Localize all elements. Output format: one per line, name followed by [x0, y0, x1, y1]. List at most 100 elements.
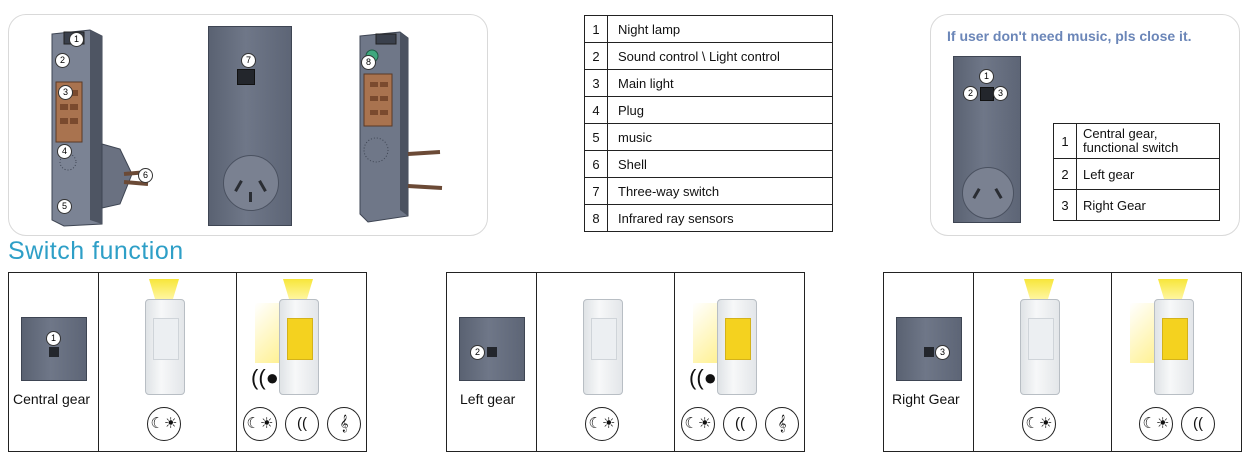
lamp-unit [1020, 299, 1060, 395]
auto-mode-icon: ☾☀ [1139, 407, 1173, 441]
voice-control-icon: (( [285, 407, 319, 441]
lamp-window [1028, 318, 1054, 360]
mode-cell-2: ☾☀ (( [1111, 273, 1242, 451]
legend-label: Infrared ray sensors [607, 204, 833, 232]
callout-4: 4 [57, 144, 72, 159]
device-angled-drawing [51, 29, 149, 227]
outlet-socket [223, 155, 279, 211]
legend-label: Plug [607, 96, 833, 124]
gear-label: Central gear, functional switch [1076, 123, 1220, 159]
lamp-unit [583, 299, 623, 395]
section-right-gear: 3 Right Gear ☾☀ ☾☀ (( [883, 272, 1242, 452]
lamp-window-lit [1162, 318, 1188, 360]
callout-8: 8 [361, 55, 376, 70]
music-icon: 𝄞 [765, 407, 799, 441]
section-left-gear: 2 Left gear ☾☀ ((● ☾☀ (( 𝄞 [446, 272, 805, 452]
legend-label: Three-way switch [607, 177, 833, 205]
auto-mode-icon: ☾☀ [681, 407, 715, 441]
gear-label: Right Gear [892, 391, 960, 407]
auto-mode-icon: ☾☀ [1022, 407, 1056, 441]
device-view-angled [50, 24, 160, 234]
gear-label: Central gear [13, 391, 91, 407]
sound-wave-icon: ((● [251, 365, 279, 390]
callout-2: 2 [55, 53, 70, 68]
device-view-front [356, 26, 456, 226]
gear-switch-slot [487, 347, 497, 357]
legend-label: music [607, 123, 833, 151]
gear-label: Right Gear [1076, 189, 1220, 221]
music-note-text: If user don't need music, pls close it. [947, 28, 1192, 44]
mode-cell-1: ☾☀ [536, 273, 675, 451]
auto-mode-icon: ☾☀ [243, 407, 277, 441]
music-icon: 𝄞 [327, 407, 361, 441]
outlet-pin-left [234, 180, 243, 192]
gear-switch-slot [49, 347, 59, 357]
gear-marker: 2 [470, 345, 485, 360]
gear-marker: 3 [935, 345, 950, 360]
gear-thumb [459, 317, 525, 381]
legend-label: Night lamp [607, 15, 833, 43]
mode-cell-2: ((● ☾☀ (( 𝄞 [674, 273, 805, 451]
auto-mode-icon: ☾☀ [585, 407, 619, 441]
callout-6: 6 [138, 168, 153, 183]
gear-thumb [896, 317, 962, 381]
mode-cell-2: ((● ☾☀ (( 𝄞 [236, 273, 367, 451]
auto-mode-icon: ☾☀ [147, 407, 181, 441]
callout-7: 7 [241, 53, 256, 68]
callout-5: 5 [57, 199, 72, 214]
outlet-pin-ground [249, 192, 252, 202]
voice-control-icon: (( [1181, 407, 1215, 441]
gear-label: Left gear [460, 391, 516, 407]
night-lamp-glow [149, 279, 179, 299]
voice-control-icon: (( [723, 407, 757, 441]
gear-switch-slot [980, 87, 994, 101]
lamp-window-lit [287, 318, 313, 360]
gear-thumb [21, 317, 87, 381]
night-lamp-glow [283, 279, 313, 299]
device-front-drawing [359, 31, 443, 223]
callout-1: 1 [69, 32, 84, 47]
legend-label: Sound control \ Light control [607, 42, 833, 70]
outlet-pin-right [258, 180, 267, 192]
gear-callout-3: 3 [993, 86, 1008, 101]
outlet-pin-right [994, 187, 1003, 200]
three-way-switch-slot [237, 69, 255, 85]
callout-3: 3 [58, 85, 73, 100]
gear-switch-slot [924, 347, 934, 357]
legend-label: Main light [607, 69, 833, 97]
gear-marker: 1 [46, 331, 61, 346]
mode-cell-1: ☾☀ [98, 273, 237, 451]
outlet-socket [962, 167, 1014, 219]
lamp-window [591, 318, 617, 360]
gear-callout-2: 2 [963, 86, 978, 101]
lamp-unit [145, 299, 185, 395]
lamp-unit [717, 299, 757, 395]
section-central-gear: 1 Central gear ☾☀ ((● ☾☀ (( 𝄞 [8, 272, 367, 452]
mode-cell-1: ☾☀ [973, 273, 1112, 451]
lamp-unit [1154, 299, 1194, 395]
legend-label: Shell [607, 150, 833, 178]
night-lamp-glow [1158, 279, 1188, 299]
lamp-window [153, 318, 179, 360]
gear-label: Left gear [1076, 158, 1220, 190]
night-lamp-glow [1024, 279, 1054, 299]
gear-callout-1: 1 [979, 69, 994, 84]
section-title: Switch function [8, 237, 184, 265]
lamp-unit [279, 299, 319, 395]
outlet-pin-left [972, 187, 981, 200]
sound-wave-icon: ((● [689, 365, 717, 390]
lamp-window-lit [725, 318, 751, 360]
